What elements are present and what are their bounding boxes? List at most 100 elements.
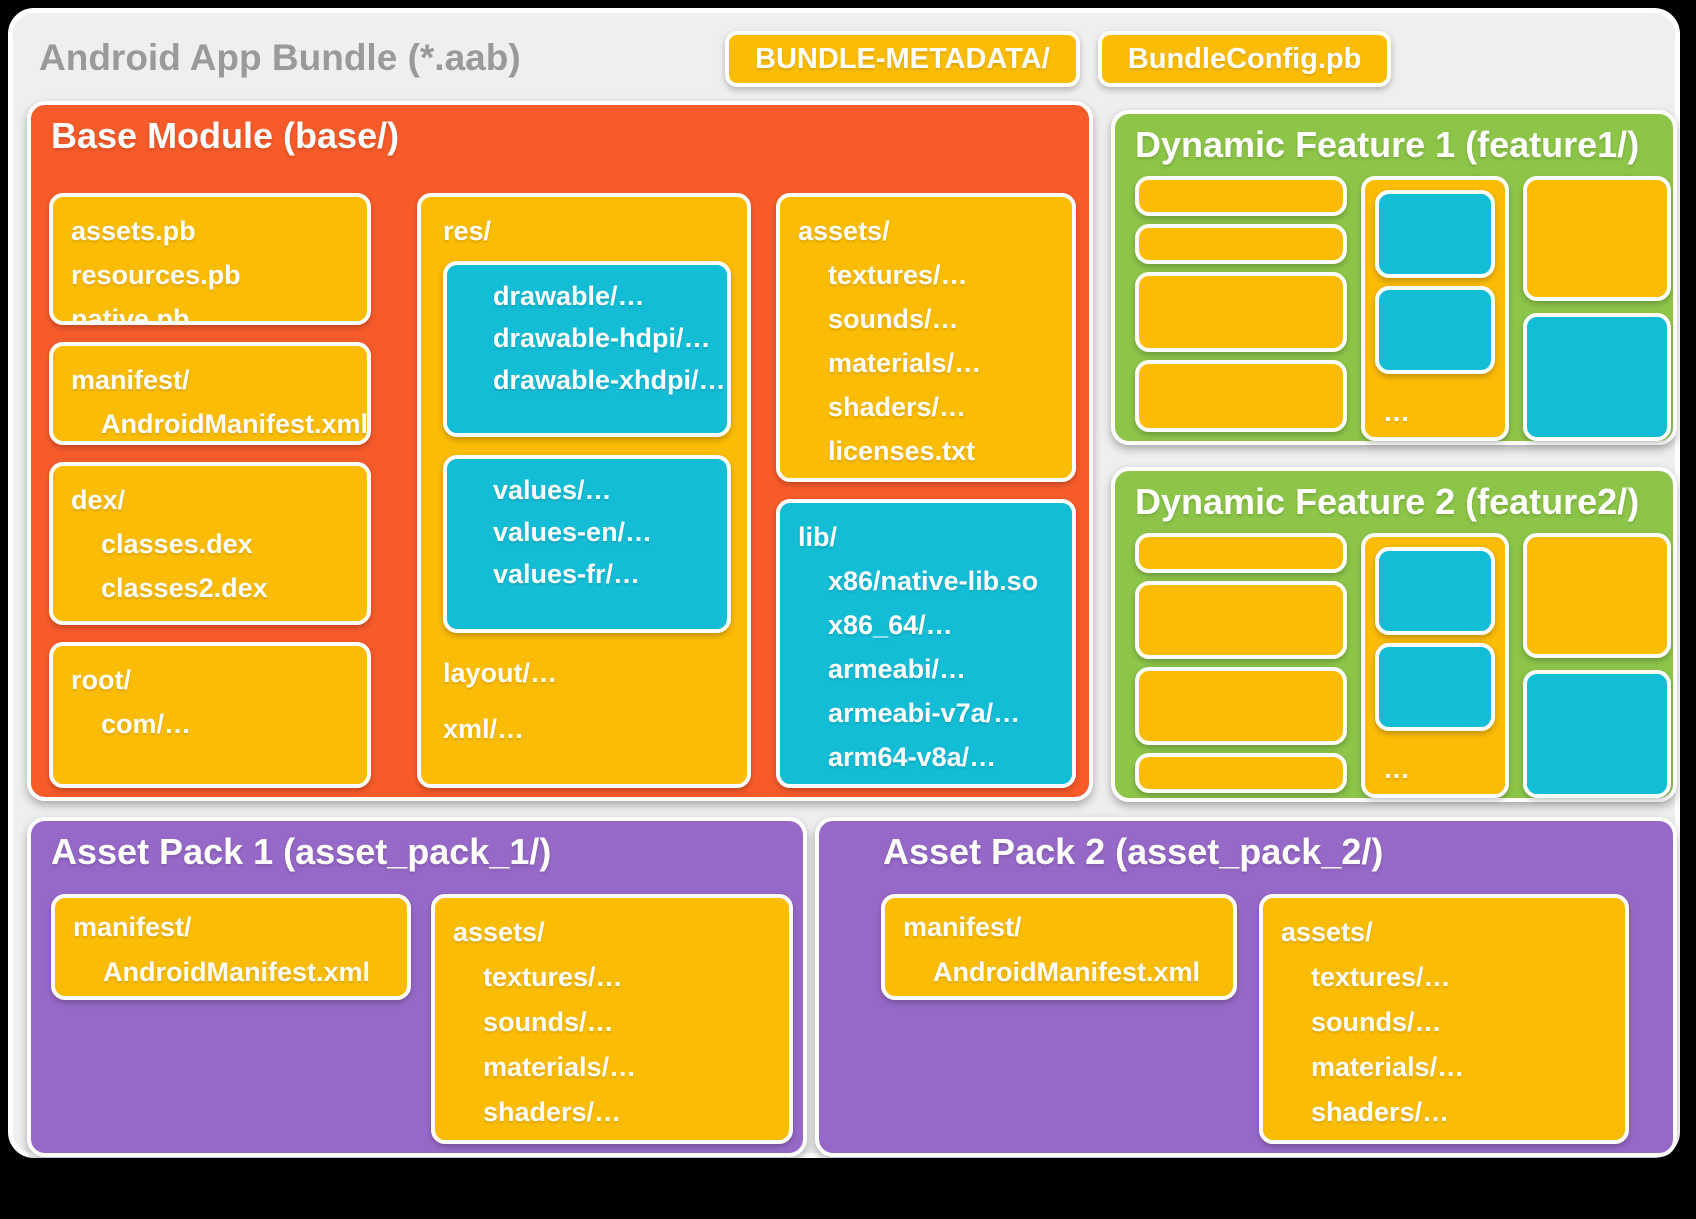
dir-line: dex/ xyxy=(71,485,126,515)
ap2-assets-box: assets/ textures/… sounds/… materials/… … xyxy=(1259,894,1629,1144)
mini-yellow-bar xyxy=(1135,533,1347,573)
dir-line: lib/ xyxy=(798,522,837,552)
dex-box: dex/ classes.dex classes2.dex … xyxy=(49,462,371,625)
res-label: res/ xyxy=(443,216,492,246)
asset-pack-1-title: Asset Pack 1 (asset_pack_1/) xyxy=(51,831,552,872)
app-bundle-card: Android App Bundle (*.aab) BUNDLE-METADA… xyxy=(8,8,1680,1158)
dir-line: x86_64/… xyxy=(828,610,953,640)
dir-line: shaders/… xyxy=(1311,1097,1450,1127)
dir-line: drawable/… xyxy=(493,281,645,311)
manifest-box: manifest/ AndroidManifest.xml xyxy=(49,342,371,445)
dir-line: layout/… xyxy=(443,658,558,688)
mini-cyan-box xyxy=(1375,190,1495,278)
dynamic-feature-2-panel: Dynamic Feature 2 (feature2/) … xyxy=(1111,467,1677,802)
dir-line: sounds/… xyxy=(483,1007,614,1037)
dir-line: root/ xyxy=(71,665,131,695)
ap2-manifest-box: manifest/ AndroidManifest.xml xyxy=(881,894,1237,1000)
dir-line: assets/ xyxy=(798,216,890,246)
assets-box: assets/ textures/… sounds/… materials/… … xyxy=(776,193,1076,482)
dir-line: drawable-xhdpi/… xyxy=(493,365,726,395)
bundle-metadata-chip: BUNDLE-METADATA/ xyxy=(725,31,1080,87)
dir-line: shaders/… xyxy=(828,392,967,422)
dir-line: manifest/ xyxy=(71,365,190,395)
mini-yellow-box xyxy=(1523,533,1671,658)
dir-line: armeabi/… xyxy=(828,654,967,684)
base-module-panel: Base Module (base/) assets.pb resources.… xyxy=(27,101,1093,801)
ellipsis-line: … xyxy=(71,622,349,625)
dir-line: manifest/ xyxy=(73,912,192,942)
dir-line: xml/… xyxy=(443,714,525,744)
ellipsis-line: … xyxy=(443,770,470,788)
file-line: classes2.dex xyxy=(101,573,268,603)
base-column-3: assets/ textures/… sounds/… materials/… … xyxy=(776,193,1076,788)
mini-yellow-box xyxy=(1135,272,1347,352)
file-line: AndroidManifest.xml xyxy=(933,957,1201,987)
dir-line: com/… xyxy=(101,709,192,739)
dir-line: sounds/… xyxy=(828,304,959,334)
mini-yellow-bar xyxy=(1135,224,1347,264)
mini-yellow-box xyxy=(1135,581,1347,659)
file-line: native.pb xyxy=(71,304,190,325)
dynamic-feature-2-title: Dynamic Feature 2 (feature2/) xyxy=(1135,481,1640,522)
dynamic-feature-1-panel: Dynamic Feature 1 (feature1/) … xyxy=(1111,110,1677,445)
ellipsis-line: … xyxy=(493,419,520,437)
header-chips: BUNDLE-METADATA/ BundleConfig.pb xyxy=(725,31,1392,87)
df2-mini-column-1 xyxy=(1135,533,1347,798)
ellipsis-line: … xyxy=(1383,397,1410,427)
page-title: Android App Bundle (*.aab) xyxy=(39,37,521,78)
df2-mini-column-3 xyxy=(1523,533,1671,798)
pb-files-box: assets.pb resources.pb native.pb xyxy=(49,193,371,325)
mini-yellow-box xyxy=(1523,176,1671,301)
ap1-assets-box: assets/ textures/… sounds/… materials/… … xyxy=(431,894,793,1144)
dir-line: values-en/… xyxy=(493,517,653,547)
mini-yellow-box xyxy=(1135,360,1347,432)
mini-cyan-box xyxy=(1523,313,1671,441)
root-box: root/ com/… … xyxy=(49,642,371,788)
mini-cyan-box xyxy=(1375,643,1495,731)
base-column-1: assets.pb resources.pb native.pb manifes… xyxy=(49,193,371,788)
df1-mini-column-2: … xyxy=(1361,176,1509,441)
mini-yellow-bar xyxy=(1135,176,1347,216)
lib-box: lib/ x86/native-lib.so x86_64/… armeabi/… xyxy=(776,499,1076,788)
asset-pack-2-panel: Asset Pack 2 (asset_pack_2/) manifest/ A… xyxy=(815,817,1677,1157)
dir-line: arm64-v8a/… xyxy=(828,742,997,772)
file-line: AndroidManifest.xml xyxy=(103,957,371,987)
ap1-manifest-box: manifest/ AndroidManifest.xml xyxy=(51,894,411,1000)
file-line: x86/native-lib.so xyxy=(828,566,1039,596)
dynamic-feature-1-title: Dynamic Feature 1 (feature1/) xyxy=(1135,124,1640,165)
mini-yellow-bar xyxy=(1135,753,1347,793)
dir-line: materials/… xyxy=(483,1052,637,1082)
file-line: assets.pb xyxy=(71,216,196,246)
dir-line: assets/ xyxy=(453,917,545,947)
ellipsis-line: … xyxy=(493,613,520,633)
asset-pack-2-title: Asset Pack 2 (asset_pack_2/) xyxy=(883,831,1384,872)
dir-line: sounds/… xyxy=(1311,1007,1442,1037)
file-line: AndroidManifest.xml xyxy=(101,409,369,439)
df1-mini-column-1 xyxy=(1135,176,1347,441)
mini-yellow-box xyxy=(1135,667,1347,745)
res-box: res/ drawable/… drawable-hdpi/… drawable… xyxy=(417,193,751,788)
df2-mini-column-2: … xyxy=(1361,533,1509,798)
mini-cyan-box xyxy=(1375,286,1495,374)
dir-line: values-fr/… xyxy=(493,559,641,589)
ellipsis-line: … xyxy=(101,765,128,788)
file-line: resources.pb xyxy=(71,260,241,290)
asset-pack-1-panel: Asset Pack 1 (asset_pack_1/) manifest/ A… xyxy=(27,817,807,1157)
dir-line: drawable-hdpi/… xyxy=(493,323,711,353)
base-module-title: Base Module (base/) xyxy=(51,115,400,156)
file-line: classes.dex xyxy=(101,529,253,559)
dir-line: shaders/… xyxy=(483,1097,622,1127)
bundleconfig-chip: BundleConfig.pb xyxy=(1097,31,1392,87)
dir-line: textures/… xyxy=(1311,962,1451,992)
mini-cyan-box xyxy=(1523,670,1671,798)
df1-mini-column-3 xyxy=(1523,176,1671,441)
dir-line: materials/… xyxy=(1311,1052,1465,1082)
drawable-box: drawable/… drawable-hdpi/… drawable-xhdp… xyxy=(443,261,731,437)
dir-line: textures/… xyxy=(483,962,623,992)
dir-line: textures/… xyxy=(828,260,968,290)
ellipsis-line: … xyxy=(1383,754,1410,784)
dir-line: manifest/ xyxy=(903,912,1022,942)
dir-line: materials/… xyxy=(828,348,982,378)
dir-line: assets/ xyxy=(1281,917,1373,947)
mini-cyan-box xyxy=(1375,547,1495,635)
